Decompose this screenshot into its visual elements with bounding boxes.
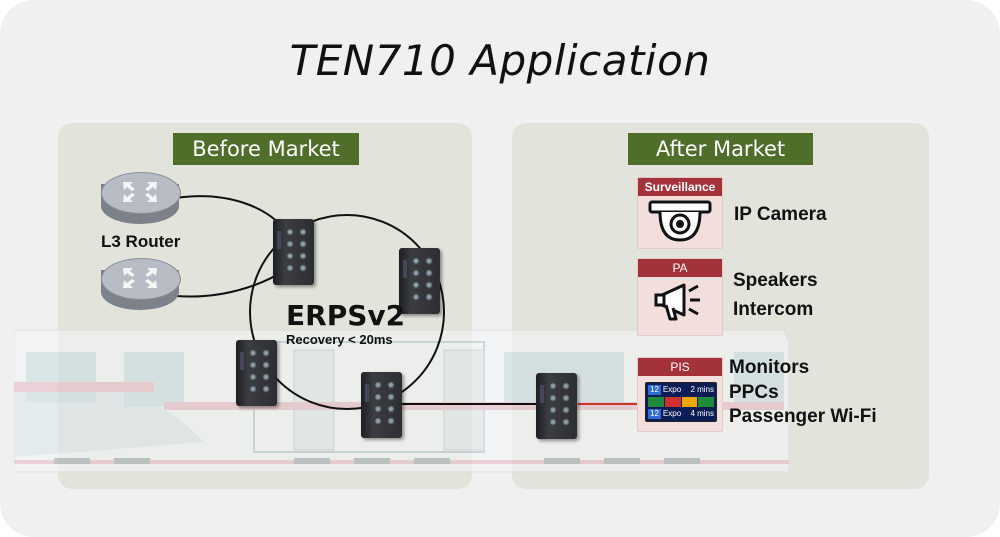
device-speakers: Speakers: [733, 270, 818, 291]
l3-router-label: L3 Router: [101, 232, 181, 251]
category-title: Surveillance: [638, 178, 722, 196]
switch-train: [536, 373, 577, 439]
link-router1-switch: [175, 195, 281, 226]
category-pa: PA: [637, 258, 723, 336]
device-ppcs: PPCs: [729, 382, 779, 403]
page-title: TEN710 Application: [289, 36, 711, 85]
device-ip-camera: IP Camera: [734, 204, 827, 225]
after-market-tag: After Market: [628, 133, 813, 165]
link-router2-switch: [175, 269, 286, 298]
pis-status-bar: [648, 397, 714, 407]
router-arrows-icon: [123, 268, 157, 288]
erps-label: ERPSv2: [286, 299, 406, 332]
router-arrows-icon: [123, 182, 157, 202]
device-intercom: Intercom: [733, 299, 814, 320]
category-surveillance: Surveillance: [637, 177, 723, 249]
l3-router-1: [101, 172, 181, 224]
megaphone-icon: [638, 277, 722, 332]
category-title: PA: [638, 259, 722, 277]
switch-ring-right: [399, 248, 440, 314]
category-title: PIS: [638, 358, 722, 376]
device-passenger-wifi: Passenger Wi-Fi: [729, 406, 877, 427]
switch-ring-left: [236, 340, 277, 406]
l3-router-2: [101, 258, 181, 310]
switch-ring-bottom: [361, 372, 402, 438]
ip-camera-icon: [638, 196, 722, 251]
switch-ring-top: [273, 219, 314, 285]
recovery-label: Recovery < 20ms: [286, 332, 393, 347]
before-market-tag: Before Market: [173, 133, 359, 165]
device-monitors: Monitors: [729, 357, 810, 378]
erps-ring: [249, 214, 445, 410]
